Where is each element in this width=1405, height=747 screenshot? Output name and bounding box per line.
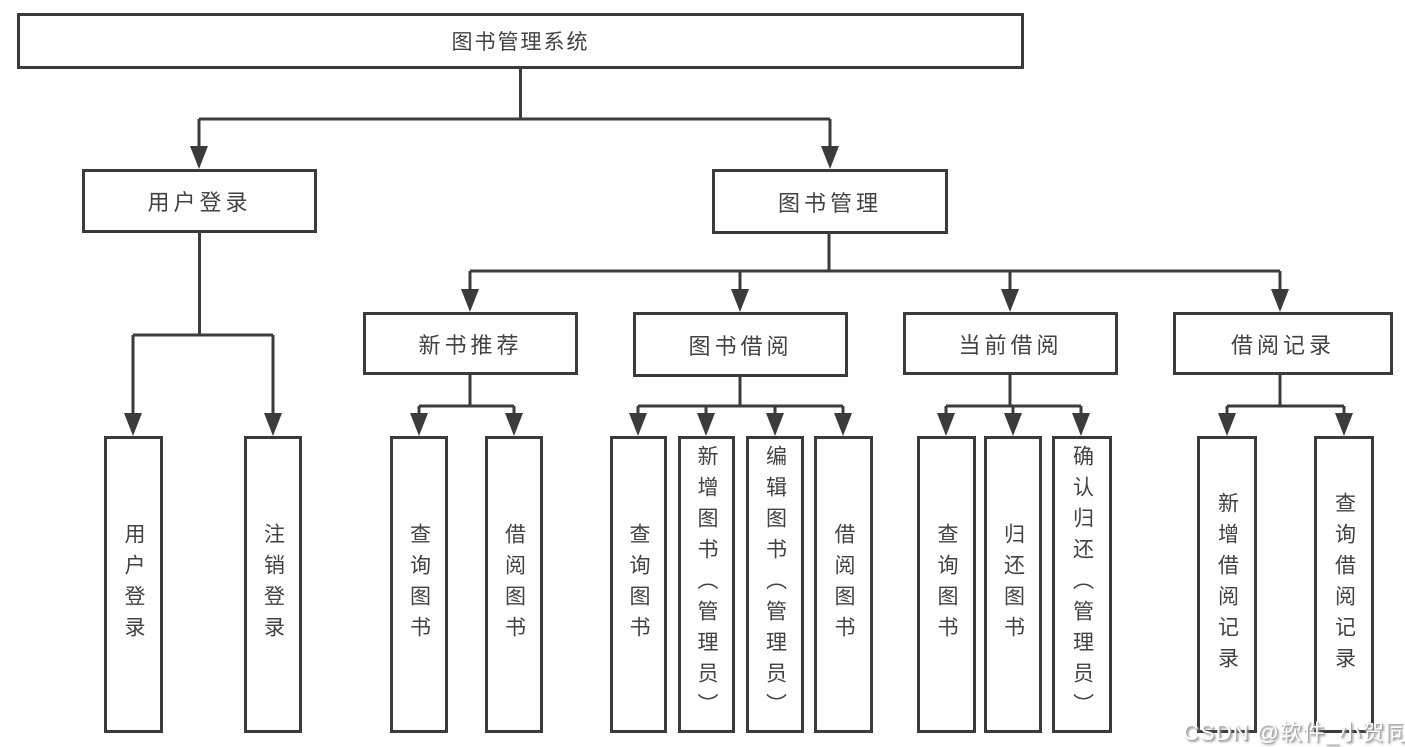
node-label: 查询借阅记录 [1332, 491, 1356, 678]
leaf-query-borrow-record: 查询借阅记录 [1314, 436, 1374, 733]
node-new-book-recommendation: 新书推荐 [363, 312, 578, 375]
node-book-borrowing: 图书借阅 [633, 312, 848, 377]
leaf-borrow-books-recommend: 借阅图书 [485, 436, 543, 733]
node-label: 查询图书 [935, 522, 958, 647]
node-label: 借阅记录 [1230, 332, 1335, 358]
leaf-query-books-recommend: 查询图书 [390, 436, 448, 733]
node-user-login: 用户登录 [82, 169, 317, 233]
leaf-add-borrow-record: 新增借阅记录 [1197, 436, 1257, 733]
node-label: 查询图书 [627, 522, 650, 647]
node-label: 新书推荐 [418, 332, 523, 358]
node-label: 借阅图书 [832, 522, 855, 647]
leaf-return-books: 归还图书 [984, 436, 1042, 733]
node-library-management-system: 图书管理系统 [17, 13, 1024, 69]
node-borrowing-records: 借阅记录 [1173, 312, 1393, 375]
node-label: 注销登录 [261, 522, 285, 647]
leaf-query-books-current: 查询图书 [917, 436, 976, 733]
node-label: 编辑图书（管理员） [763, 445, 787, 724]
node-label: 查询图书 [407, 522, 431, 647]
leaf-user-login: 用户登录 [104, 436, 163, 733]
node-label: 新增图书（管理员） [695, 445, 718, 724]
csdn-watermark: CSDN @软件_小贺同学 [1183, 720, 1405, 745]
node-label: 图书管理 [777, 190, 882, 216]
node-label: 新增借阅记录 [1215, 491, 1239, 678]
leaf-borrow-books-borrowing: 借阅图书 [814, 436, 873, 733]
node-label: 归还图书 [1001, 522, 1025, 647]
node-label: 用户登录 [147, 190, 252, 215]
node-label: 用户登录 [122, 522, 145, 647]
node-current-borrowing: 当前借阅 [903, 312, 1118, 375]
node-book-management: 图书管理 [712, 169, 948, 234]
node-label: 图书借阅 [688, 333, 793, 359]
node-label: 借阅图书 [502, 522, 526, 647]
leaf-logout-login: 注销登录 [244, 436, 302, 733]
node-label: 确认归还（管理员） [1070, 445, 1094, 724]
node-label: 当前借阅 [958, 332, 1063, 358]
leaf-edit-books-admin: 编辑图书（管理员） [746, 436, 804, 733]
leaf-query-books-borrowing: 查询图书 [610, 436, 667, 733]
leaf-confirm-return-admin: 确认归还（管理员） [1052, 436, 1112, 733]
leaf-add-books-admin: 新增图书（管理员） [678, 436, 735, 733]
node-label: 图书管理系统 [451, 31, 590, 54]
